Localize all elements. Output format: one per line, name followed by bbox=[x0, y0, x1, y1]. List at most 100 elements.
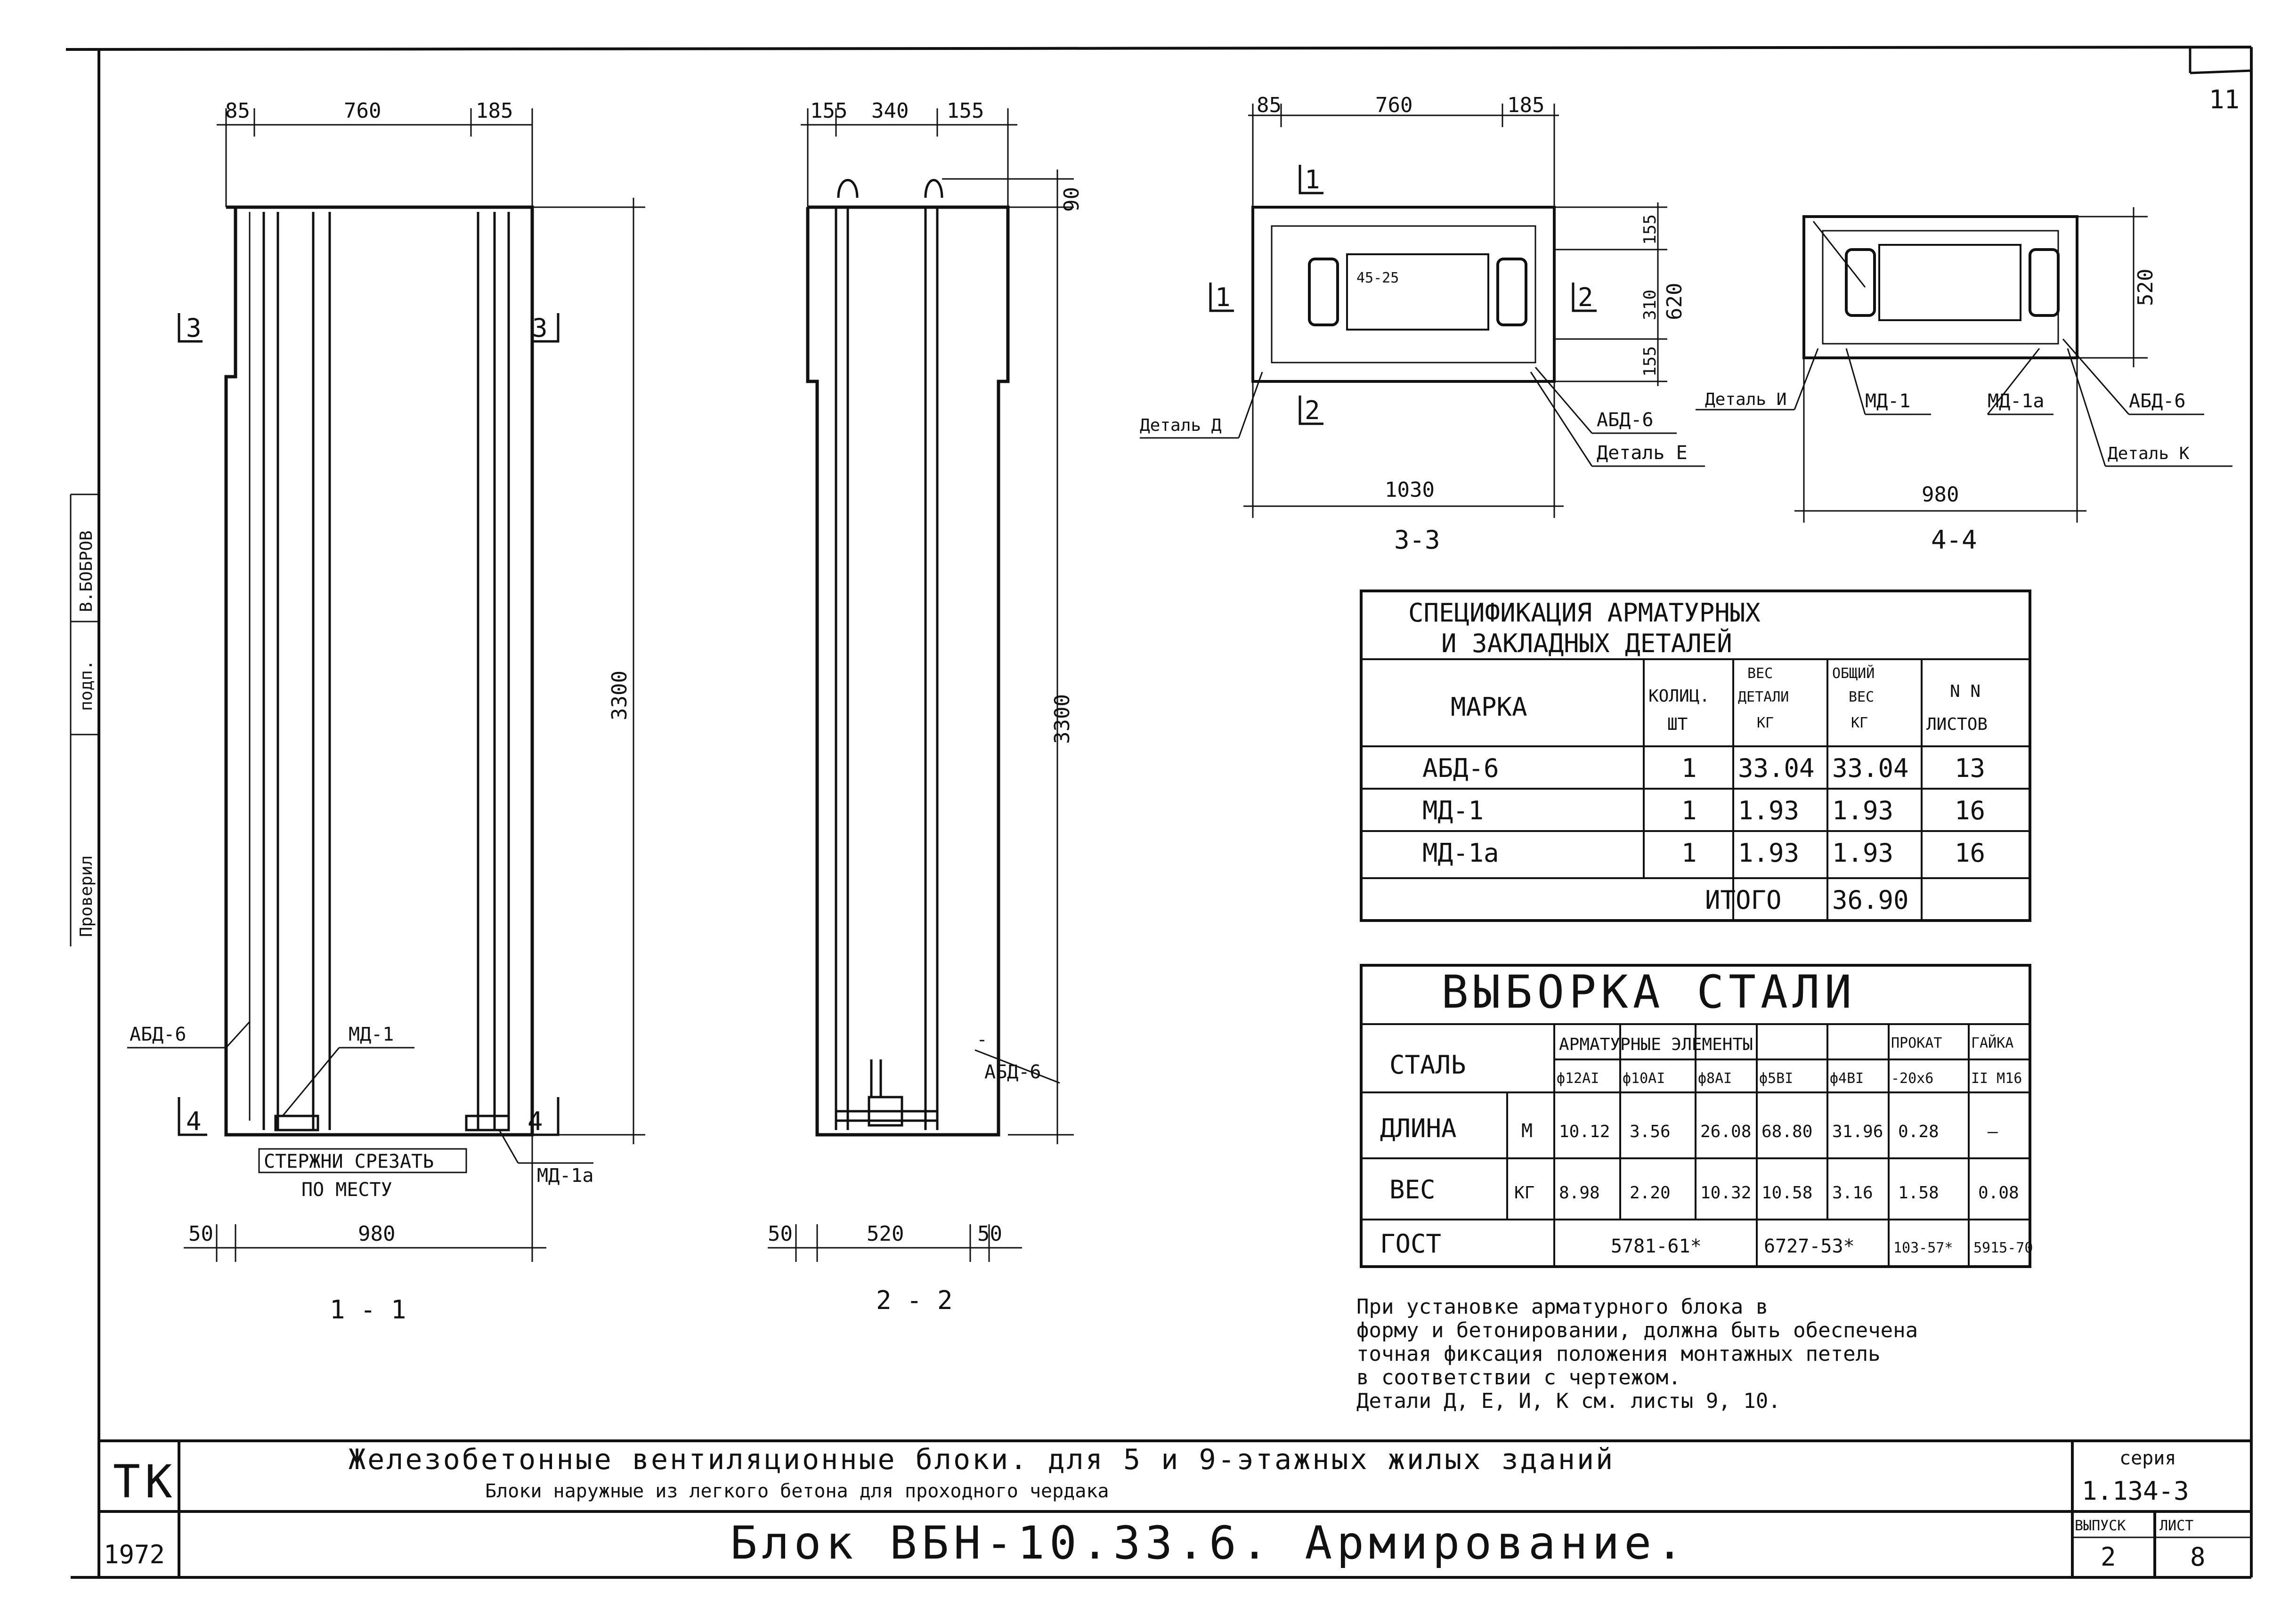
spec-header-tw2: ВЕС bbox=[1849, 689, 1874, 705]
section-2-2-bottom-dims: 50 520 50 bbox=[768, 1222, 1022, 1262]
title-issue-value: 2 bbox=[2101, 1542, 2116, 1572]
spec-row-sheets: 13 bbox=[1955, 753, 1985, 783]
steel-weight-cell: 0.08 bbox=[1978, 1183, 2019, 1203]
spec-row-mark: МД-1 bbox=[1422, 796, 1484, 825]
spec-title-line1: СПЕЦИФИКАЦИЯ АРМАТУРНЫХ bbox=[1408, 598, 1761, 628]
steel-length-row: ДЛИНА М 10.12 3.56 26.08 68.80 31.96 0.2… bbox=[1380, 1114, 1998, 1143]
spec-total-value: 36.90 bbox=[1832, 885, 1909, 915]
spec-row-weight: 33.04 bbox=[1738, 753, 1815, 783]
cut-mark-4-right: 4 bbox=[528, 1107, 543, 1136]
section-1-1-cut-marks: 3 3 4 4 bbox=[178, 313, 560, 1136]
notes: При установке арматурного блока в форму … bbox=[1356, 1295, 1918, 1413]
dim-1-1-left: 85 bbox=[225, 99, 250, 123]
section-1-1-top-dims: 85 760 185 bbox=[217, 99, 533, 207]
dim-3-3-bottom: 1030 bbox=[1385, 478, 1435, 502]
spec-header-sh2: ЛИСТОВ bbox=[1926, 715, 1988, 734]
section-2-2-rebar bbox=[835, 179, 943, 1130]
note-line: Детали Д, Е, И, К см. листы 9, 10. bbox=[1356, 1389, 1781, 1413]
steel-label: СТАЛЬ bbox=[1389, 1050, 1466, 1080]
spec-header-w3: КГ bbox=[1757, 715, 1774, 731]
title-series-value: 1.134-3 bbox=[2082, 1476, 2189, 1506]
dim-2-2-bottom-left: 50 bbox=[768, 1222, 793, 1246]
note-cut-rods: СТЕРЖНИ СРЕЗАТЬ bbox=[264, 1151, 434, 1172]
section-1-1-label: 1 - 1 bbox=[330, 1295, 406, 1325]
dim-3-3-total-h: 620 bbox=[1663, 283, 1687, 320]
callout-4-4-abd6: АБД-6 bbox=[2129, 390, 2185, 412]
sheet-number-box: 11 bbox=[2189, 47, 2252, 114]
spec-header-mark: МАРКА bbox=[1451, 692, 1527, 722]
spec-row-weight: 1.93 bbox=[1738, 838, 1799, 868]
steel-length-cell: 68.80 bbox=[1761, 1122, 1812, 1141]
title-year: 1972 bbox=[104, 1540, 165, 1569]
callout-md1: МД-1 bbox=[349, 1024, 394, 1045]
steel-col: ф8АI bbox=[1698, 1070, 1732, 1087]
dim-4-4-bottom: 980 bbox=[1922, 483, 1959, 507]
section-3-3-cut-marks: 1 1 2 2 bbox=[1209, 165, 1597, 425]
note-line: точная фиксация положения монтажных пете… bbox=[1356, 1342, 1881, 1366]
steel-length-cell: 31.96 bbox=[1832, 1122, 1883, 1141]
cut-mark-3-right: 3 bbox=[532, 313, 548, 343]
section-4-4-callouts: Деталь И МД-1 МД-1а АБД-6 Деталь К bbox=[1696, 339, 2232, 467]
steel-col: ф5ВI bbox=[1759, 1070, 1793, 1087]
steel-col: ф12АI bbox=[1557, 1070, 1599, 1087]
title-series-label: серия bbox=[2119, 1447, 2176, 1469]
spec-row-total: 1.93 bbox=[1832, 838, 1893, 868]
dim-3-3-left: 85 bbox=[1257, 93, 1282, 117]
cut-mark-1-top: 1 bbox=[1305, 165, 1320, 194]
section-3-3-outline: 45-25 bbox=[1251, 206, 1556, 383]
cut-mark-3-left: 3 bbox=[186, 313, 202, 343]
section-1-1-height-dim: 3300 bbox=[532, 198, 645, 1144]
section-2-2-top-dims: 155 340 155 90 bbox=[801, 99, 1084, 221]
steel-gost-label: ГОСТ bbox=[1380, 1229, 1441, 1259]
steel-gost-cell: 6727-53* bbox=[1764, 1236, 1855, 1257]
dim-3-3-r2: 310 bbox=[1640, 290, 1660, 320]
steel-gost-cell: 103-57* bbox=[1893, 1240, 1953, 1256]
cut-mark-2-bottom: 2 bbox=[1305, 396, 1320, 425]
spec-header-sh1: N N bbox=[1950, 682, 1981, 701]
section-4-4-outline bbox=[1802, 215, 2078, 359]
steel-length-cell: 10.12 bbox=[1559, 1122, 1610, 1141]
note-line: форму и бетонировании, должна быть обесп… bbox=[1356, 1318, 1918, 1342]
section-3-3-bottom-dim: 1030 bbox=[1243, 381, 1564, 518]
callout-detail-k: Деталь К bbox=[2108, 444, 2190, 463]
spec-header-w2: ДЕТАЛИ bbox=[1738, 689, 1789, 705]
title-sheet-label: ЛИСТ bbox=[2159, 1518, 2193, 1534]
stamp-name: В.БОБРОВ bbox=[77, 531, 96, 612]
title-line2: Блоки наружные из легкого бетона для про… bbox=[485, 1480, 1109, 1502]
steel-col: -20х6 bbox=[1891, 1070, 1933, 1087]
callout-2-2-abd6: АБД-6 bbox=[984, 1061, 1041, 1083]
dim-2-2-bottom-right: 50 bbox=[977, 1222, 1002, 1246]
dim-3-3-r3: 155 bbox=[1640, 346, 1660, 377]
note-on-site: ПО МЕСТУ bbox=[301, 1179, 392, 1201]
steel-columns: ф12АI ф10АI ф8АI ф5ВI ф4ВI -20х6 II М16 bbox=[1557, 1070, 2022, 1087]
section-2-2-label: 2 - 2 bbox=[876, 1285, 953, 1315]
callout-abd6: АБД-6 bbox=[130, 1024, 186, 1045]
section-4-4-bottom-dim: 980 bbox=[1794, 358, 2086, 523]
section-1-1-rebar bbox=[249, 212, 510, 1131]
spec-header-qty1: КОЛИЦ. bbox=[1648, 687, 1710, 706]
section-4-4: 520 Деталь И МД-1 МД-1а АБД-6 Деталь К 9… bbox=[1696, 207, 2232, 555]
dim-3-3-r1: 155 bbox=[1640, 214, 1660, 245]
section-1-1-outline bbox=[224, 205, 534, 1137]
dim-2-2-top-right: 90 bbox=[1060, 187, 1084, 212]
spec-row-qty: 1 bbox=[1681, 838, 1697, 868]
section-4-4-right-dim: 520 bbox=[2077, 207, 2158, 367]
spec-row-sheets: 16 bbox=[1955, 796, 1985, 825]
spec-header-tw1: ОБЩИЙ bbox=[1832, 665, 1875, 682]
steel-length-cell: 3.56 bbox=[1630, 1122, 1671, 1141]
spec-header-qty2: ШТ bbox=[1667, 715, 1688, 734]
steel-table: ВЫБОРКА СТАЛИ СТАЛЬ АРМАТУРНЫЕ ЭЛЕМЕНТЫ … bbox=[1360, 964, 2033, 1268]
stamp-check: Проверил bbox=[77, 856, 96, 937]
spec-row-sheets: 16 bbox=[1955, 838, 1985, 868]
steel-length-cell: 0.28 bbox=[1898, 1122, 1939, 1141]
dim-2-2-right: 155 bbox=[947, 99, 984, 123]
steel-gost-cell: 5781-61* bbox=[1611, 1236, 1702, 1257]
note-line: При установке арматурного блока в bbox=[1356, 1295, 1768, 1319]
section-2-2-height-dim: 3300 bbox=[1008, 221, 1074, 1144]
title-main: Блок ВБН-10.33.6. Армирование. bbox=[730, 1517, 1688, 1569]
spec-row-weight: 1.93 bbox=[1738, 796, 1799, 825]
spec-row-mark: АБД-6 bbox=[1422, 753, 1499, 783]
callout-4-4-md1: МД-1 bbox=[1865, 390, 1910, 412]
section-3-3-right-dims: 155 310 155 620 bbox=[1554, 202, 1687, 386]
spec-row-total: 1.93 bbox=[1832, 796, 1893, 825]
